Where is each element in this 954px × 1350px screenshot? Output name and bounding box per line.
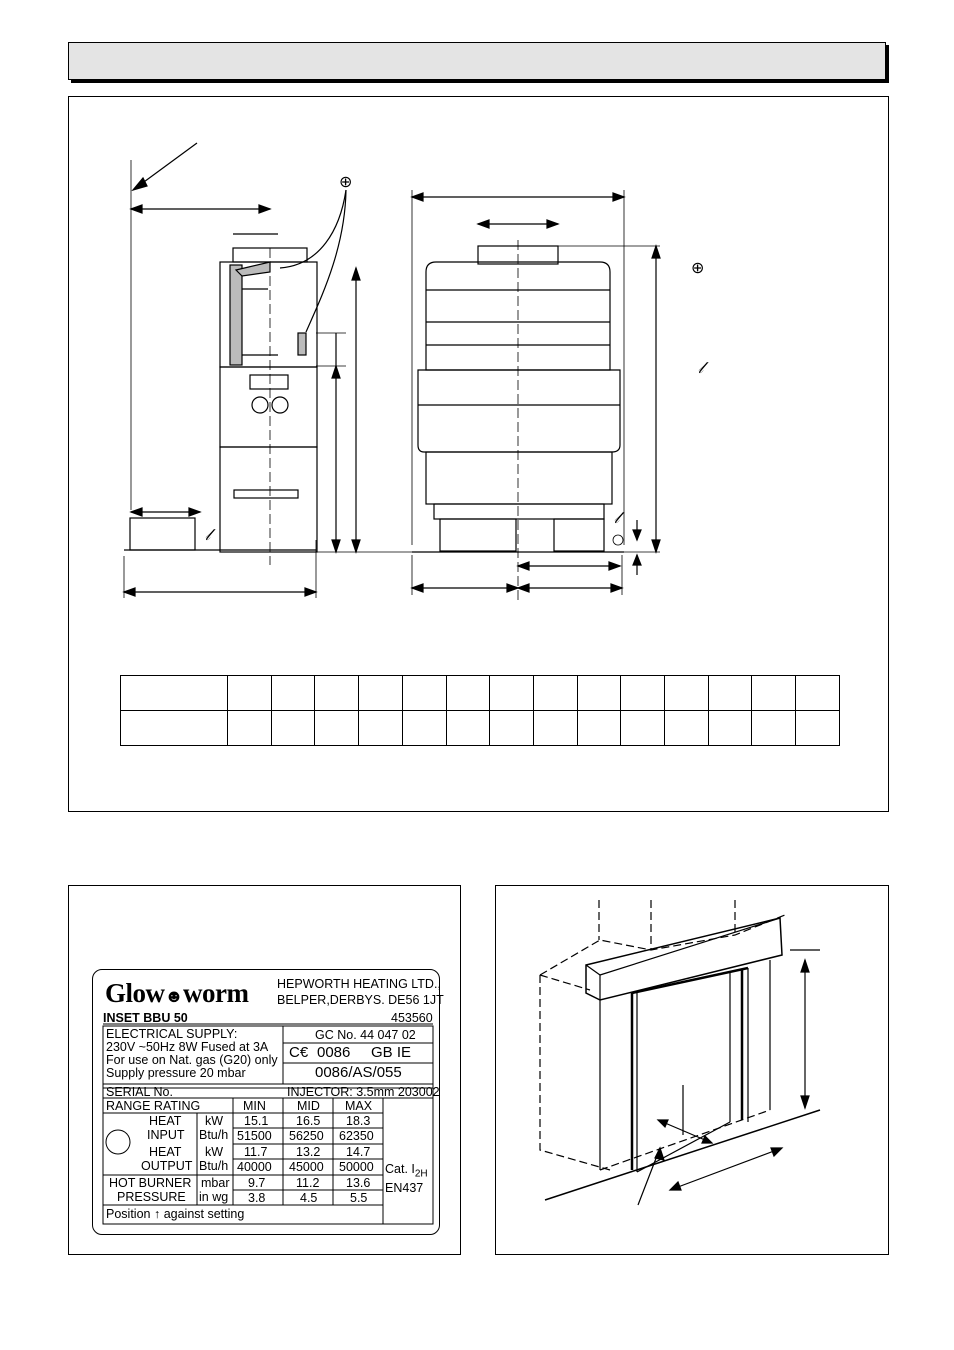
cell: 13.6: [346, 1176, 371, 1190]
injector: INJECTOR: 3.5mm 203002: [287, 1085, 440, 1099]
col-max: MAX: [345, 1099, 373, 1113]
heat-output-label-1: HEAT: [149, 1145, 182, 1159]
unit-btuh-2: Btu/h: [199, 1159, 229, 1173]
col-min: MIN: [243, 1099, 266, 1113]
heat-input-label-1: HEAT: [149, 1114, 182, 1128]
data-plate: Glow☻worm HEPWORTH HEATING LTD., BELPER,…: [92, 969, 444, 1235]
burner-label-2: PRESSURE: [117, 1190, 186, 1204]
data-plate-panel: [68, 885, 461, 1255]
cell: 15.1: [244, 1114, 269, 1128]
electrical-line-3: For use on Nat. gas (G20) only: [106, 1053, 278, 1067]
gc-number: GC No. 44 047 02: [315, 1028, 416, 1042]
model-name: INSET BBU 50: [103, 1011, 188, 1025]
unit-kw-1: kW: [205, 1114, 224, 1128]
category: Cat. I2H: [385, 1162, 428, 1180]
approval-number: 0086/AS/055: [315, 1064, 402, 1081]
installation-panel: [495, 885, 889, 1255]
unit-mbar: mbar: [201, 1176, 230, 1190]
cell: 5.5: [350, 1191, 368, 1205]
cell: 3.8: [248, 1191, 266, 1205]
cell: 45000: [289, 1160, 324, 1174]
burner-label-1: HOT BURNER: [109, 1176, 192, 1190]
heat-input-label-2: INPUT: [147, 1128, 185, 1142]
electrical-line-2: 230V ~50Hz 8W Fused at 3A: [106, 1040, 269, 1054]
cell: 13.2: [296, 1145, 321, 1159]
cell: 11.7: [244, 1145, 268, 1159]
range-rating: RANGE RATING: [106, 1099, 201, 1113]
unit-btuh-1: Btu/h: [199, 1128, 229, 1142]
cell: 9.7: [248, 1176, 266, 1190]
company-line-1: HEPWORTH HEATING LTD.,: [277, 977, 441, 991]
electrical-line-4: Supply pressure 20 mbar: [106, 1066, 246, 1080]
cell: 40000: [237, 1160, 272, 1174]
dimension-table: [120, 675, 840, 746]
table-row: [120, 710, 840, 746]
serial-label: SERIAL No.: [106, 1085, 173, 1099]
country-codes: GB IE: [371, 1044, 412, 1061]
cell: 14.7: [346, 1145, 371, 1159]
brand-logo: Glow☻worm: [105, 978, 249, 1008]
col-mid: MID: [297, 1099, 320, 1113]
unit-kw-2: kW: [205, 1145, 224, 1159]
ce-mark: C€: [289, 1044, 309, 1061]
cell: 56250: [289, 1129, 324, 1143]
cell: 51500: [237, 1129, 272, 1143]
standard: EN437: [385, 1181, 424, 1195]
position-note: Position ↑ against setting: [106, 1207, 245, 1221]
cell: 18.3: [346, 1114, 371, 1128]
cell: 62350: [339, 1129, 374, 1143]
cell: 16.5: [296, 1114, 321, 1128]
plate-grid: [102, 1023, 434, 1225]
part-number: 453560: [391, 1011, 433, 1025]
company-line-2: BELPER,DERBYS. DE56 1JT: [277, 993, 444, 1007]
heat-output-label-2: OUTPUT: [141, 1159, 193, 1173]
electrical-line-1: ELECTRICAL SUPPLY:: [106, 1027, 238, 1041]
cell: 4.5: [300, 1191, 318, 1205]
table-row: [120, 675, 840, 711]
cell: 11.2: [296, 1176, 320, 1190]
ce-number: 0086: [317, 1044, 351, 1061]
unit-inwg: in wg: [199, 1190, 229, 1204]
section-header-bar: [68, 42, 886, 80]
cell: 50000: [339, 1160, 374, 1174]
